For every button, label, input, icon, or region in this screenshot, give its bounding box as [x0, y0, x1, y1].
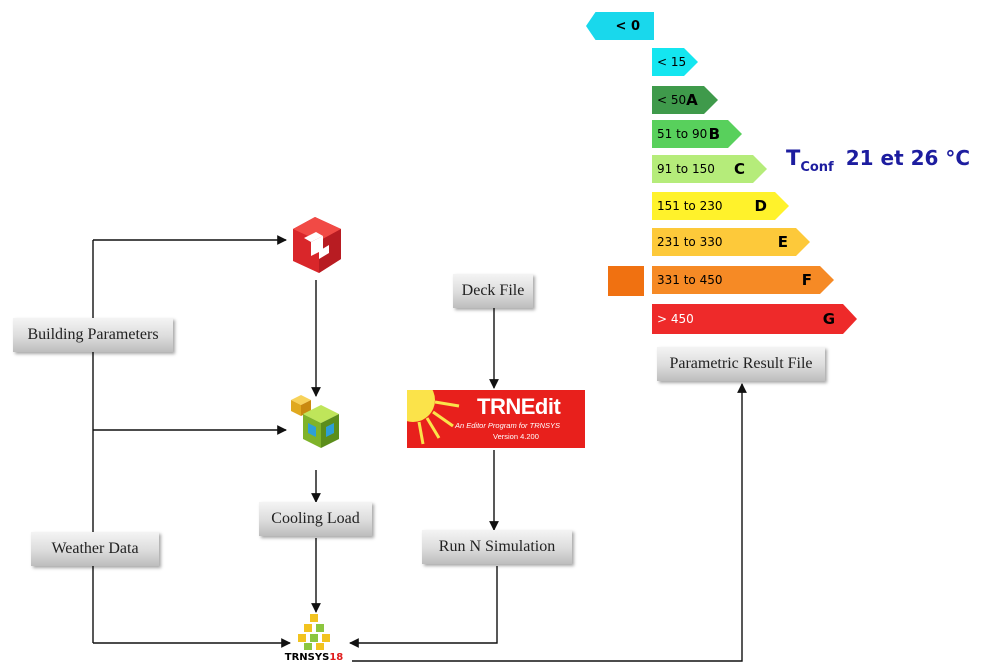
- weather-data-box: Weather Data: [31, 532, 159, 566]
- arrow-run-to-trnsys: [349, 566, 498, 648]
- parametric-result-file-box: Parametric Result File: [657, 347, 825, 381]
- energy-band-top: < 0: [586, 12, 654, 40]
- comfort-temperature-label: TConf 21 et 26 °C: [786, 146, 971, 175]
- energy-band-label: 331 to 450: [657, 273, 723, 287]
- trnsys-version: 18: [329, 652, 344, 663]
- trnsys-logo-label: TRNSYS18: [284, 652, 344, 663]
- deck-file-box: Deck File: [453, 274, 533, 308]
- energy-band: 231 to 330 E: [652, 228, 810, 256]
- deck-file-label: Deck File: [461, 282, 525, 299]
- comfort-symbol: T: [786, 146, 801, 170]
- energy-band-label: < 15: [657, 55, 687, 69]
- energy-band-letter: G: [822, 310, 835, 328]
- trnsys-name: TRNSYS: [284, 652, 330, 663]
- arrow-trnsys-to-result: [352, 383, 747, 662]
- energy-band: 151 to 230 D: [652, 192, 789, 220]
- trnedit-version: Version 4.200: [493, 432, 539, 441]
- sketchup-icon: [293, 217, 341, 273]
- run-n-simulation-box: Run N Simulation: [422, 530, 572, 564]
- trnedit-title: TRNEdit: [477, 394, 561, 419]
- building-parameters-label: Building Parameters: [27, 326, 159, 343]
- trnedit-logo: TRNEdit An Editor Program for TRNSYS Ver…: [407, 390, 585, 448]
- energy-band-letter: D: [754, 197, 767, 215]
- building-parameters-box: Building Parameters: [13, 318, 173, 352]
- energy-band-label: 51 to 90: [657, 127, 708, 141]
- run-n-simulation-label: Run N Simulation: [438, 538, 556, 555]
- parametric-result-file-label: Parametric Result File: [669, 355, 813, 372]
- weather-data-label: Weather Data: [51, 540, 139, 557]
- cooling-load-box: Cooling Load: [259, 502, 372, 536]
- openstudio-icon: [291, 395, 339, 448]
- energy-band-letter: B: [708, 125, 720, 143]
- energy-band-label: < 50: [657, 93, 687, 107]
- energy-band: 331 to 450 F: [652, 266, 834, 294]
- energy-band-letter: A: [686, 91, 698, 109]
- energy-band-top-label: < 0: [615, 18, 640, 34]
- trnedit-subtitle: An Editor Program for TRNSYS: [455, 421, 561, 430]
- energy-band-letter: E: [777, 233, 788, 251]
- comfort-range: 21 et 26 °C: [845, 146, 971, 170]
- comfort-subscript: Conf: [800, 160, 834, 175]
- energy-band: 91 to 150 C: [652, 155, 767, 183]
- energy-band-label: 91 to 150: [657, 162, 715, 176]
- energy-band-label: 231 to 330: [657, 235, 723, 249]
- energy-band-letter: C: [733, 160, 745, 178]
- sun-icon: [407, 390, 460, 445]
- energy-band-label: > 450: [657, 312, 694, 326]
- energy-band-label: 151 to 230: [657, 199, 723, 213]
- energy-band-letter: F: [801, 271, 812, 289]
- current-class-marker: [608, 266, 644, 296]
- energy-band: > 450 G: [652, 304, 857, 334]
- trnsys-cubes-icon: [298, 614, 330, 650]
- cooling-load-label: Cooling Load: [271, 510, 360, 527]
